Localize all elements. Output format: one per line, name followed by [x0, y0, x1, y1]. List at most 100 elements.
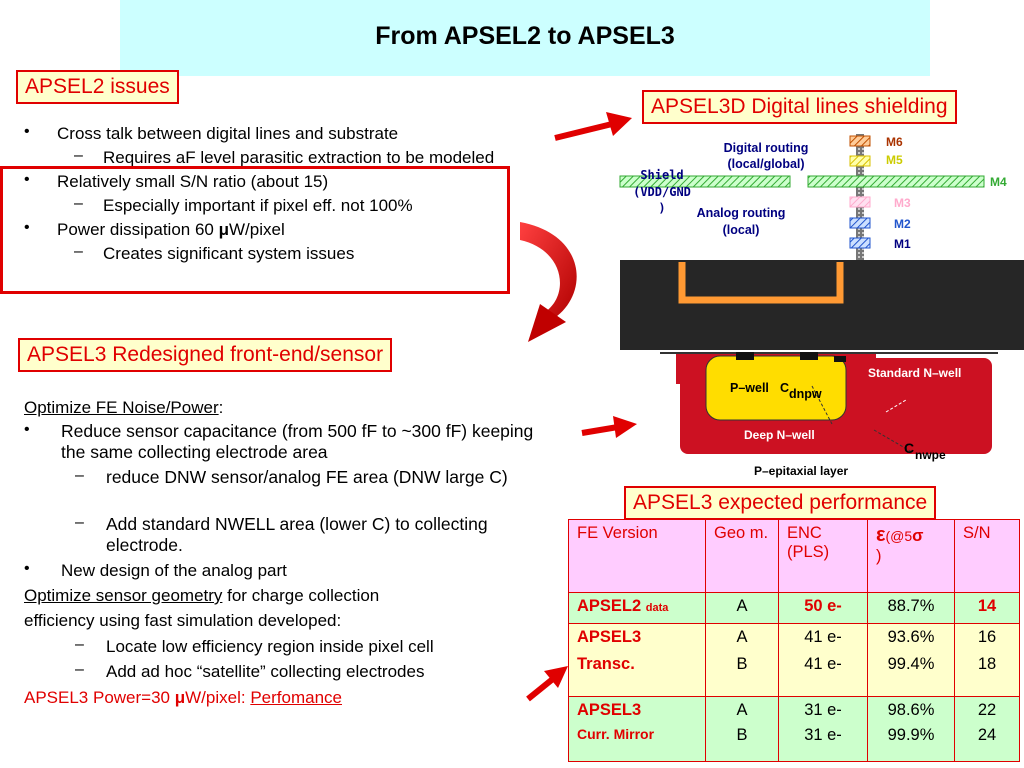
cdnpw-c: C [780, 381, 789, 395]
apsel3-power-line: APSEL3 Power=30 μW/pixel: Perfomance [24, 688, 342, 707]
apsel3-redesigned-label: APSEL3 Redesigned front-end/sensor [18, 338, 393, 372]
apsel2-issues-label: APSEL2 issues [16, 70, 179, 104]
dash-6: – [75, 636, 84, 653]
m5-layer [849, 155, 871, 167]
locate-low-eff: Locate low efficiency region inside pixe… [106, 637, 434, 656]
page-title: From APSEL2 to APSEL3 [375, 22, 675, 50]
cdnpw-sub: dnpw [789, 387, 822, 401]
issue-power: Power dissipation 60 μW/pixel [57, 220, 285, 239]
bullet-5: • [24, 560, 30, 577]
title-band [120, 0, 930, 76]
reduce-capacitance: Reduce sensor capacitance (from 500 fF t… [61, 421, 534, 462]
shield-right [807, 175, 985, 188]
bullet-4: • [24, 421, 30, 438]
m3-layer [849, 196, 871, 208]
optimize-fe-line: Optimize FE Noise/Power: [24, 398, 224, 417]
m3-label: M3 [894, 196, 911, 210]
reduce-dnw: reduce DNW sensor/analog FE area (DNW la… [106, 467, 508, 487]
m1-label: M1 [894, 237, 911, 251]
row-apsel2-geom: A [705, 592, 779, 624]
m6-label: M6 [886, 135, 903, 149]
m6-layer [849, 135, 871, 147]
row-mirror-eff: 98.6%99.9% [867, 696, 955, 762]
shield-label-1: Shield [640, 168, 683, 182]
m1-layer [849, 237, 871, 249]
contact-2 [800, 352, 818, 360]
m2-layer [849, 217, 871, 229]
cnwpe-c: C [904, 440, 914, 456]
surface-line [660, 352, 998, 354]
nwell-outline [678, 262, 844, 304]
bullet-1: • [24, 123, 30, 140]
efficiency-line: efficiency using fast simulation develop… [24, 611, 342, 630]
issue-cross-talk: Cross talk between digital lines and sub… [57, 124, 399, 143]
pwell-label: P–well [730, 381, 769, 395]
add-nwell: Add standard NWELL area (lower C) to col… [106, 514, 488, 555]
m5-label: M5 [886, 153, 903, 167]
row-apsel2-name: APSEL2 data [568, 592, 706, 624]
arrow-to-apsel3d [554, 112, 632, 141]
curved-arrow [520, 222, 577, 342]
optimize-sensor-line: Optimize sensor geometry for charge coll… [24, 586, 380, 605]
sensor-diagram: P–well C dnpw Standard N–well Deep N–wel… [660, 352, 998, 478]
row-apsel2-sn: 14 [954, 592, 1020, 624]
analog-routing-label-2: (local) [723, 223, 760, 237]
m4-label: M4 [990, 175, 1007, 189]
table-header-row: FE Version Geo m. ENC (PLS) ε(@5σ) S/N [568, 519, 1020, 593]
dash-3: – [74, 243, 83, 260]
cnwpe-sub: nwpe [915, 448, 946, 462]
arrow-to-table [526, 666, 568, 702]
bullet-2: • [24, 171, 30, 188]
issue-pixel-eff: Especially important if pixel eff. not 1… [103, 196, 413, 215]
pwell-region [705, 355, 847, 421]
dash-7: – [75, 661, 84, 678]
arrow-to-sensor [581, 416, 637, 438]
bullet-3: • [24, 219, 30, 236]
row-apsel2-eff: 88.7% [867, 592, 955, 624]
shield-label-3: ) [658, 201, 665, 215]
col-sn: S/N [954, 519, 1020, 593]
analog-routing-label-1: Analog routing [697, 206, 786, 220]
performance-link[interactable]: Perfomance [250, 688, 342, 707]
contact-1 [736, 352, 754, 360]
performance-label: APSEL3 expected performance [624, 486, 937, 520]
dash-2: – [74, 195, 83, 212]
digital-routing-label-1: Digital routing [724, 141, 809, 155]
deep-nwell-label: Deep N–well [744, 428, 815, 442]
m2-label: M2 [894, 217, 911, 231]
epi-label: P–epitaxial layer [754, 464, 848, 478]
apsel3d-shielding-label: APSEL3D Digital lines shielding [642, 90, 957, 124]
shield-left [619, 175, 791, 188]
col-eff: ε(@5σ) [867, 519, 955, 593]
new-analog: New design of the analog part [61, 561, 287, 580]
dash-1: – [74, 147, 83, 164]
col-geom: Geo m. [705, 519, 779, 593]
add-satellite: Add ad hoc “satellite” collecting electr… [106, 662, 425, 681]
substrate [620, 260, 1024, 350]
issue-system: Creates significant system issues [103, 244, 355, 263]
row-transc-enc: 41 e-41 e- [778, 623, 868, 697]
shield-label-2: (VDD/GND [633, 185, 691, 199]
dash-4: – [75, 467, 84, 484]
issue-af-extraction: Requires aF level parasitic extraction t… [103, 148, 495, 167]
issue-sn-ratio: Relatively small S/N ratio (about 15) [57, 172, 329, 191]
row-mirror-enc: 31 e-31 e- [778, 696, 868, 762]
table-row: APSEL2 data A 50 e- 88.7% 14 [568, 592, 1020, 624]
col-enc: ENC (PLS) [778, 519, 868, 593]
col-fe-version: FE Version [568, 519, 706, 593]
performance-table: FE Version Geo m. ENC (PLS) ε(@5σ) S/N A… [568, 519, 1020, 762]
shielding-diagram: M6 M5 M4 M3 M2 M1 Digital routing (local… [619, 134, 1024, 350]
digital-routing-label-2: (local/global) [727, 157, 804, 171]
standard-nwell-label: Standard N–well [868, 366, 961, 380]
dash-5: – [75, 514, 84, 531]
contact-3 [834, 356, 846, 362]
row-transc-eff: 93.6%99.4% [867, 623, 955, 697]
